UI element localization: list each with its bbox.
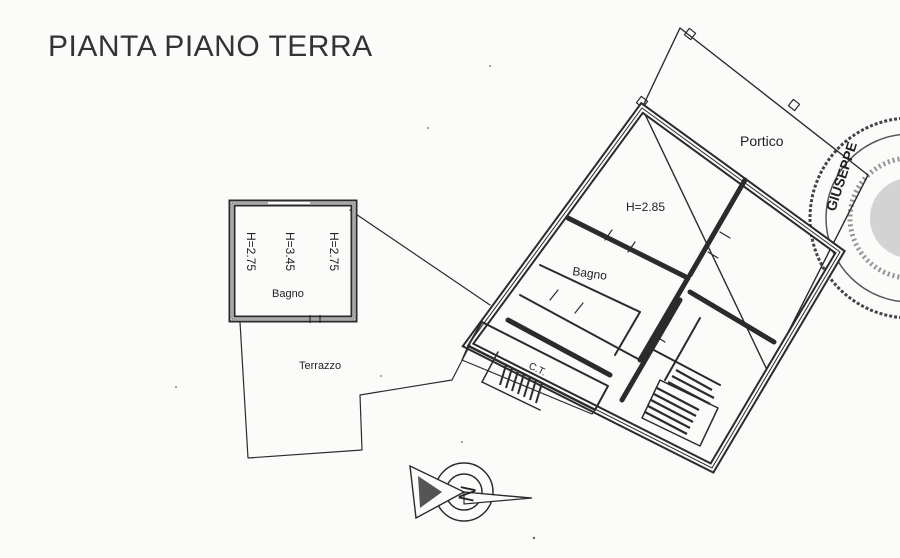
ct-stairs	[499, 364, 543, 404]
room-label-terrazzo: Terrazzo	[299, 360, 341, 372]
ct-annex	[461, 321, 609, 415]
north-compass-icon: N	[409, 462, 533, 522]
main-building	[461, 101, 846, 474]
compass-letter: N	[453, 483, 481, 504]
annex-height-center: H=3.45	[283, 232, 297, 271]
main-staircase	[641, 369, 719, 447]
column-mark	[683, 27, 697, 41]
column-mark	[787, 98, 801, 112]
terrace-boundary	[239, 209, 491, 459]
annex-height-right: H=2.75	[327, 232, 341, 271]
annex-bathroom	[228, 199, 358, 323]
annex-height-left: H=2.75	[244, 232, 258, 271]
room-label-portico: Portico	[740, 133, 784, 149]
room-height-main: H=2.85	[626, 200, 665, 214]
room-label-bagno-main: Bagno	[572, 264, 609, 283]
page-title: PIANTA PIANO TERRA	[48, 30, 373, 63]
scan-specks	[175, 65, 536, 540]
room-label-bagno-annex: Bagno	[272, 288, 304, 300]
